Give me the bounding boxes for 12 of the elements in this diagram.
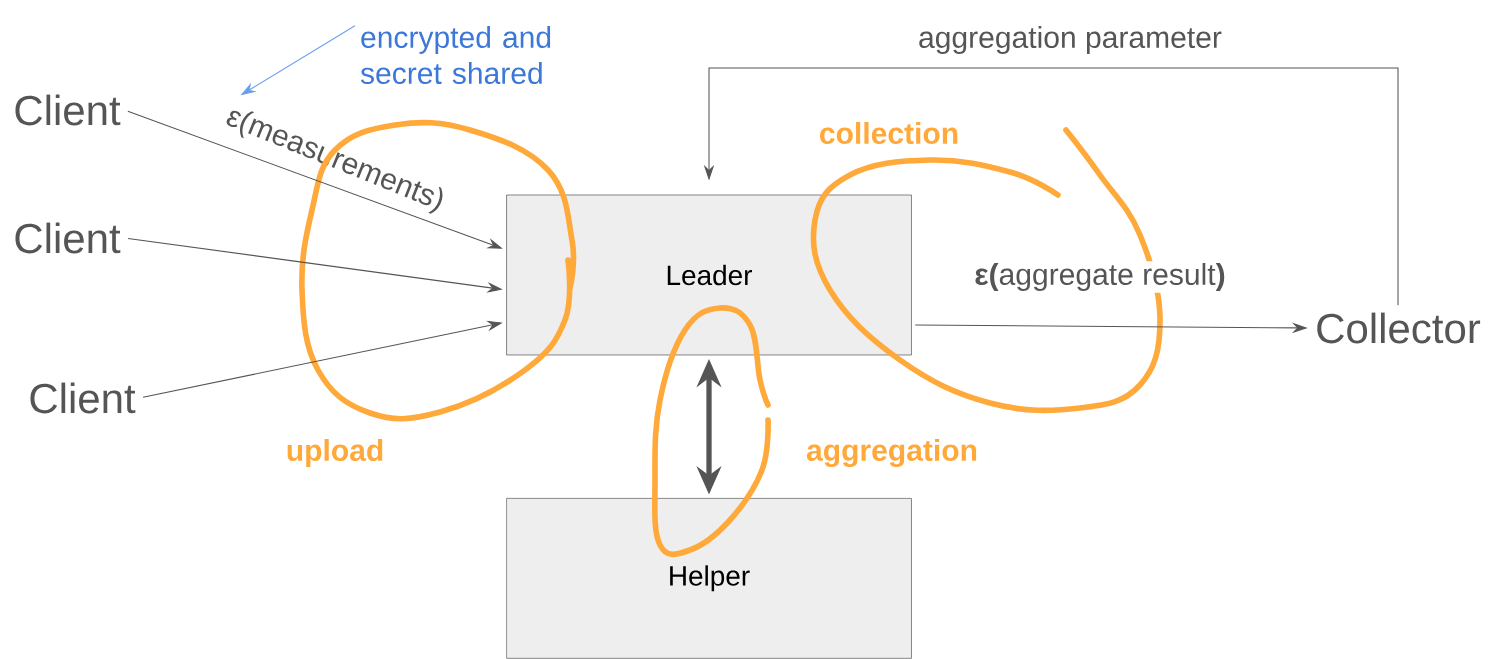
- actor-label: Client: [15, 222, 121, 254]
- actor-label: Client: [30, 382, 136, 414]
- process-box: Helper: [506, 498, 912, 659]
- edge-label: ε(aggregate result): [972, 261, 1228, 293]
- actor-label: Collector: [1317, 312, 1481, 344]
- actor-label: Client: [15, 94, 121, 126]
- process-box: Leader: [506, 194, 912, 356]
- annotation-label: upload: [287, 439, 383, 467]
- annotation-label: aggregation: [806, 438, 977, 468]
- annotation-label: collection: [820, 121, 958, 145]
- note-text: encrypted and secret shared: [360, 25, 551, 85]
- edge-label: aggregation parameter: [916, 24, 1224, 56]
